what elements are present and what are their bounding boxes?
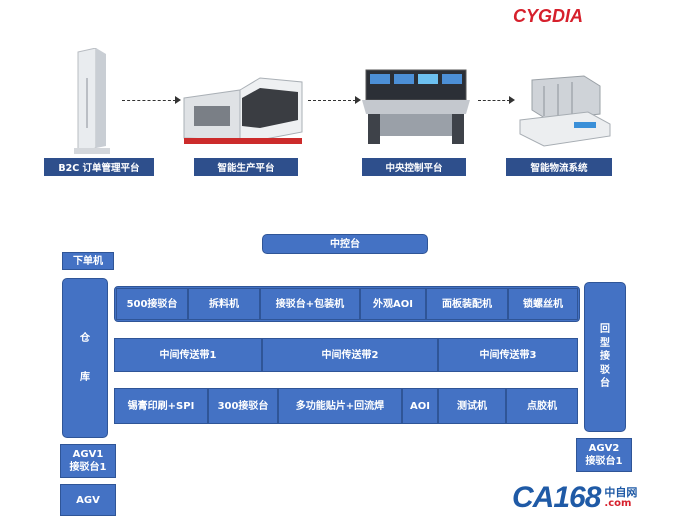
footer-logo-cn: 中自网 <box>604 485 638 499</box>
agv-box: AGV <box>60 484 116 516</box>
station-500-dock: 500接驳台 <box>116 288 188 320</box>
brand-logo-text: CYGDIA <box>513 6 584 26</box>
agv1-station-box: AGV1 接驳台1 <box>60 444 116 478</box>
arrowhead-icon <box>509 96 515 104</box>
platform-tag-logistics: 智能物流系统 <box>506 158 612 176</box>
station-aoi: AOI <box>402 388 438 424</box>
agv1-sublabel: 接驳台1 <box>69 462 107 473</box>
footer-logo-text: CA168 <box>512 481 601 514</box>
kiosk-terminal-icon <box>66 47 116 156</box>
platform-tag-production: 智能生产平台 <box>194 158 298 176</box>
return-station-char: 型 <box>600 337 610 349</box>
footer-logo-suffix: 中自网 .com <box>604 487 637 509</box>
agv1-label: AGV1 <box>72 449 104 460</box>
laser-cutting-machine-icon <box>180 68 304 148</box>
return-station-box: 回 型 接 驳 台 <box>584 282 626 432</box>
warehouse-label-top: 仓 <box>80 333 90 344</box>
arrowhead-icon <box>175 96 181 104</box>
central-control-box: 中控台 <box>262 234 428 254</box>
return-station-char: 接 <box>600 351 610 363</box>
station-300-dock: 300接驳台 <box>208 388 278 424</box>
station-smt-reflow: 多功能贴片+回流焊 <box>278 388 402 424</box>
flow-arrow-1 <box>122 100 176 101</box>
warehouse-label-bottom: 库 <box>80 372 90 383</box>
station-dock-packer: 接驳台+包装机 <box>260 288 360 320</box>
flow-arrow-2 <box>308 100 356 101</box>
order-machine-box: 下单机 <box>62 252 114 270</box>
station-visual-aoi: 外观AOI <box>360 288 426 320</box>
control-console-icon <box>358 66 474 148</box>
station-screw-machine: 锁螺丝机 <box>508 288 578 320</box>
station-unloader: 拆料机 <box>188 288 260 320</box>
arrowhead-icon <box>355 96 361 104</box>
station-solder-spi: 锡膏印刷+SPI <box>114 388 208 424</box>
station-tester: 测试机 <box>438 388 506 424</box>
conveyor-3: 中间传送带3 <box>438 338 578 372</box>
footer-logo: CA168 中自网 .com <box>512 480 690 516</box>
return-station-char: 驳 <box>600 364 610 376</box>
conveyor-2: 中间传送带2 <box>262 338 438 372</box>
conveyor-1: 中间传送带1 <box>114 338 262 372</box>
platform-tag-central-control: 中央控制平台 <box>362 158 466 176</box>
flow-arrow-3 <box>478 100 510 101</box>
warehouse-box: 仓 库 <box>62 278 108 438</box>
station-panel-assembly: 面板装配机 <box>426 288 508 320</box>
platform-tag-b2c: B2C 订单管理平台 <box>44 158 154 176</box>
agv2-label: AGV2 <box>588 443 620 454</box>
brand-logo: CYGDIA <box>513 6 613 28</box>
return-station-char: 回 <box>600 324 610 336</box>
station-dispenser: 点胶机 <box>506 388 578 424</box>
agv2-sublabel: 接驳台1 <box>585 456 623 467</box>
agv2-station-box: AGV2 接驳台1 <box>576 438 632 472</box>
agv-robot-icon <box>514 72 614 150</box>
footer-logo-domain: .com <box>604 497 632 509</box>
return-station-char: 台 <box>600 378 610 390</box>
